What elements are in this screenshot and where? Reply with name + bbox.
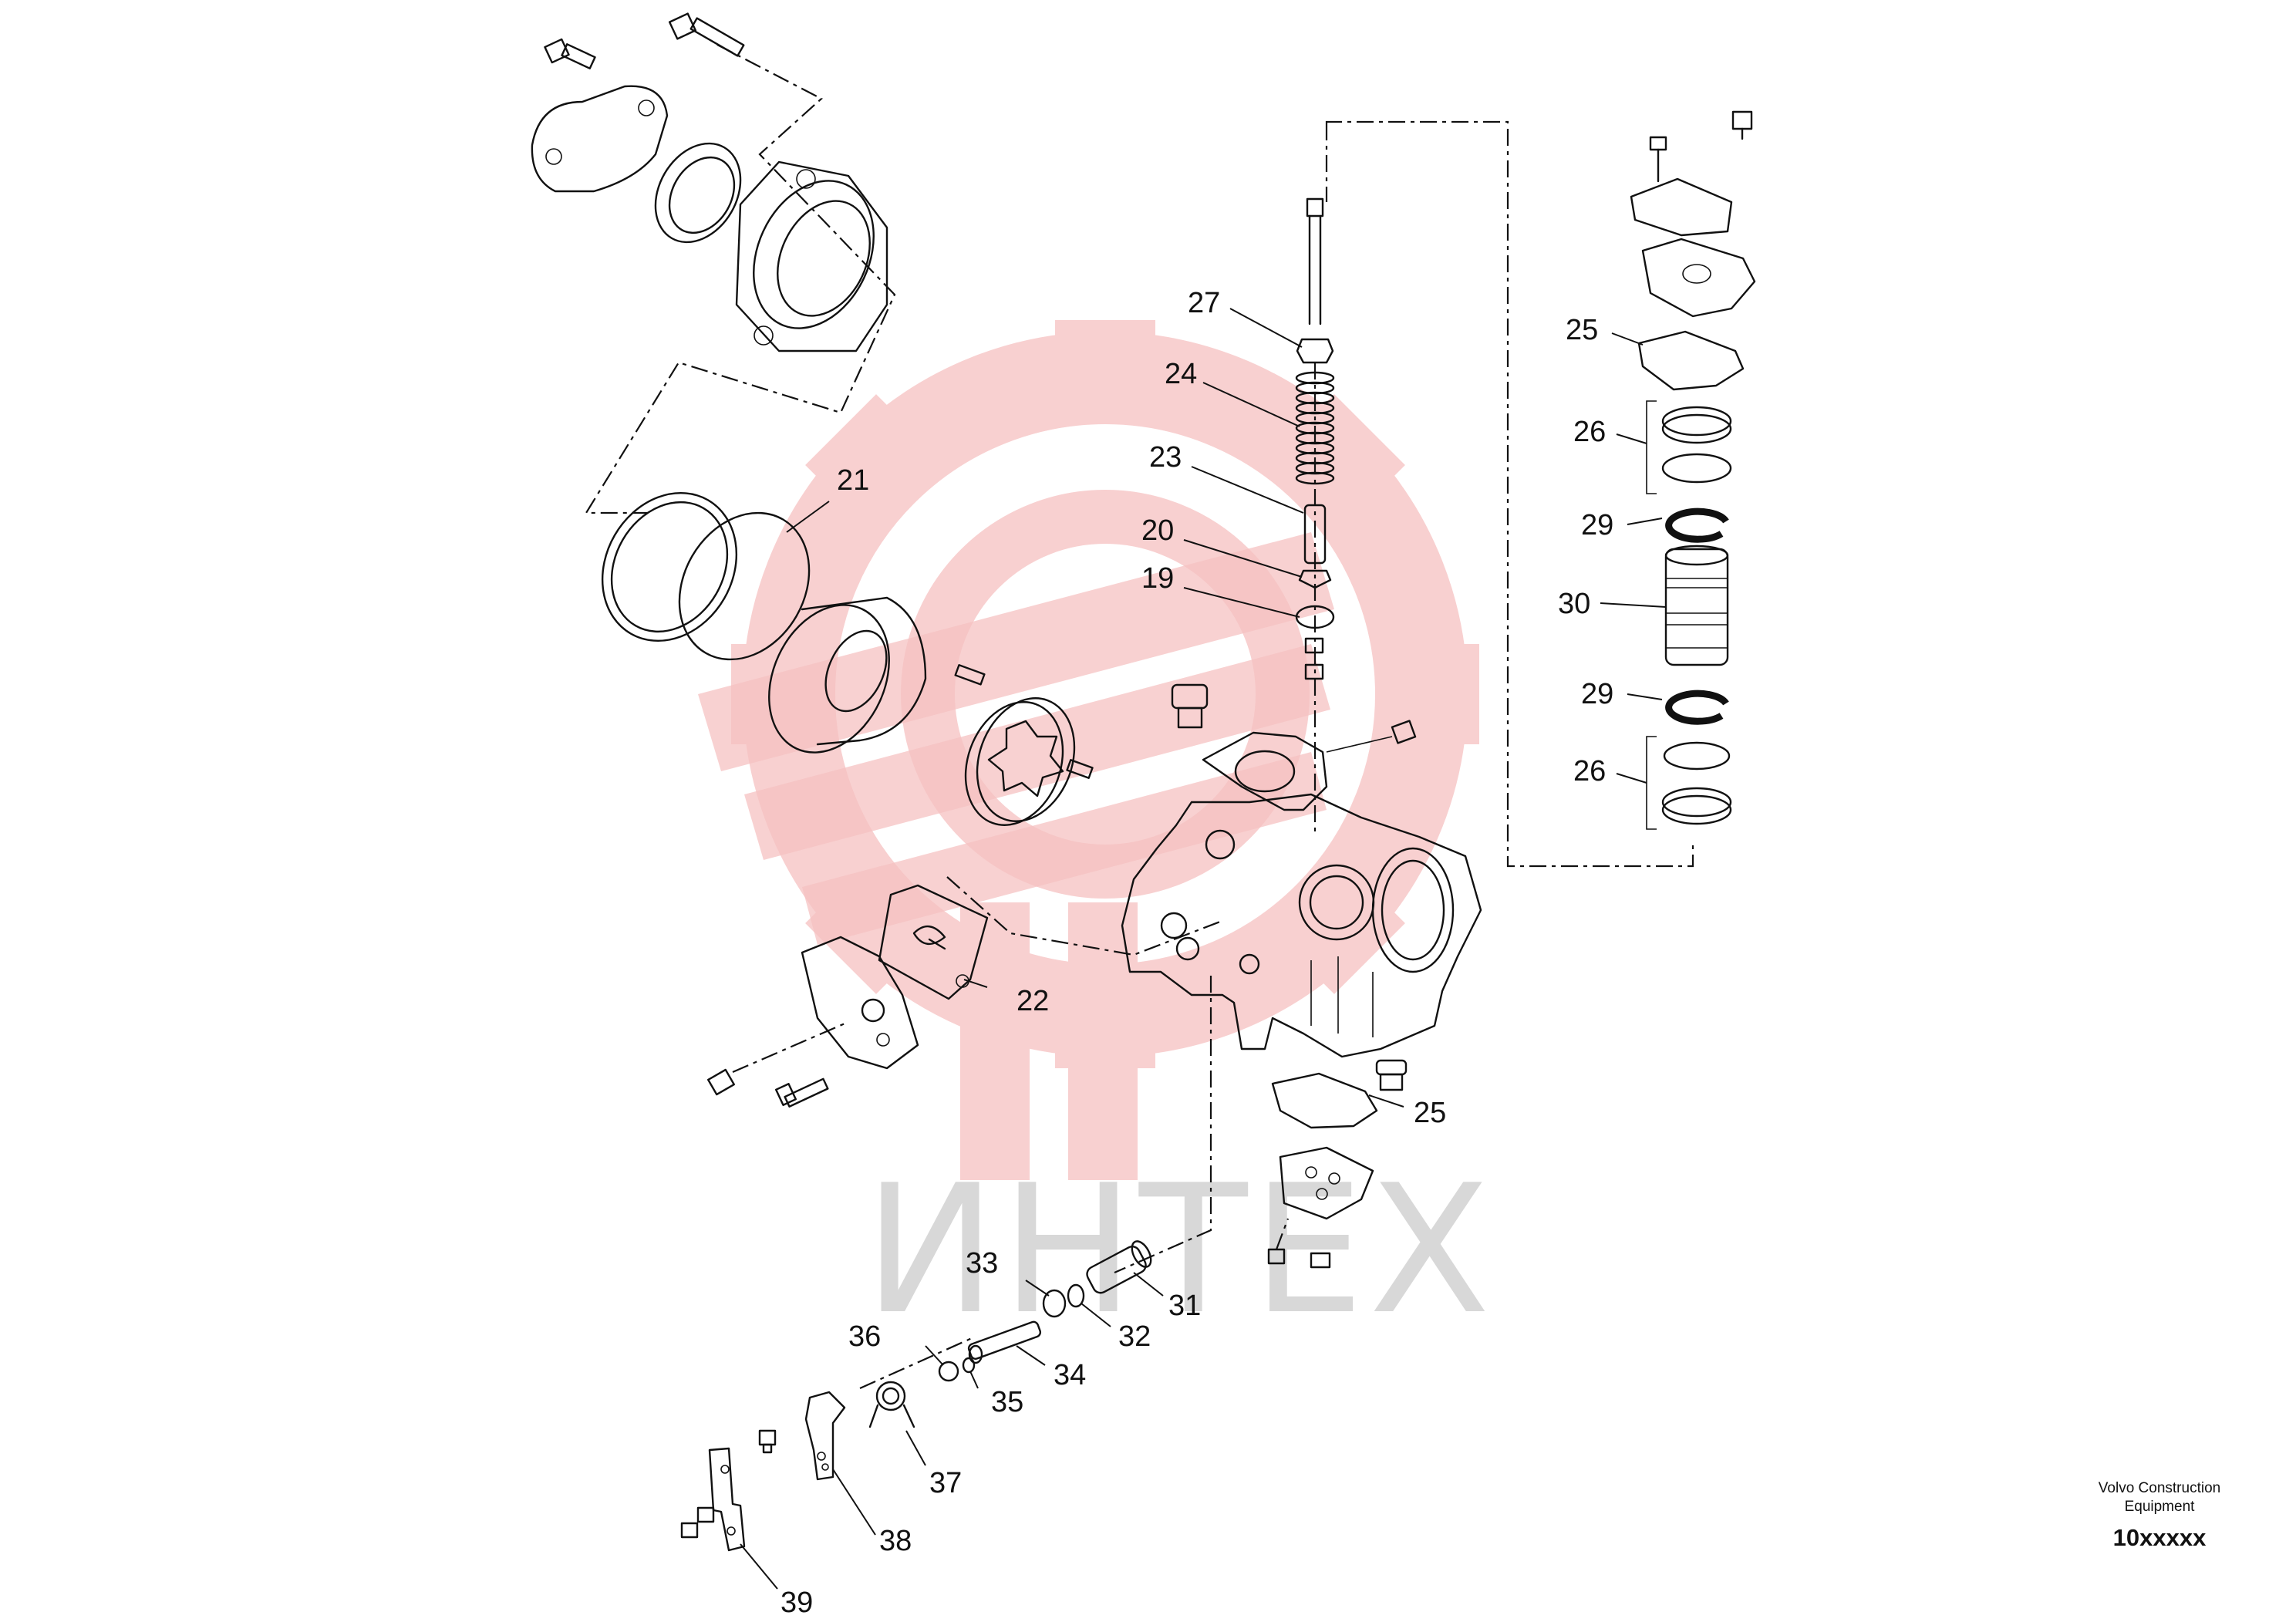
main-pump-housing: [1121, 683, 1482, 1091]
o-ring-pair-26-bottom: [1661, 741, 1732, 825]
spool-30: [1664, 545, 1729, 666]
nut-2: [1304, 663, 1324, 680]
company-name-line2: Equipment: [2125, 1499, 2196, 1515]
callout-29-top: 29: [1581, 509, 1613, 541]
gear-rotor: [964, 697, 1076, 826]
sleeve-31: [1086, 1240, 1152, 1294]
callout-31: 31: [1168, 1290, 1201, 1322]
spring-24: [1295, 371, 1335, 485]
top-plate: [1630, 177, 1733, 237]
plug-side: [1326, 720, 1417, 753]
callout-29-bottom: 29: [1581, 678, 1613, 710]
callout-32: 32: [1118, 1320, 1151, 1353]
lever-38: [804, 1391, 846, 1481]
gear-cover: [768, 596, 927, 754]
callout-24: 24: [1165, 358, 1197, 390]
o-ring-pair-26-top: [1661, 406, 1732, 484]
leader-lines: [740, 308, 1667, 1590]
callout-37: 37: [929, 1467, 962, 1499]
drawing-code: 10xxxxx: [2113, 1524, 2207, 1551]
piston-23: [1303, 504, 1327, 565]
callout-25-bottom: 25: [1414, 1097, 1446, 1129]
watermark-text: ИНТЕХ: [864, 1148, 1495, 1354]
nut-39b: [680, 1522, 699, 1539]
left-plate-group: [707, 884, 989, 1108]
hex-bolt-top-1: [544, 38, 596, 69]
dowel-pin-1: [954, 664, 986, 686]
bolt-small: [758, 1429, 777, 1454]
callout-labels: 27 24 23 20 19 21 22 25 26 29 30 29 26 2…: [781, 287, 1613, 1619]
plug-bottom: [1375, 1059, 1408, 1091]
shaft-34: [967, 1320, 1042, 1364]
o-ring-35: [962, 1357, 976, 1374]
top-left-cover-group: [531, 12, 1094, 826]
gasket-25-top: [1637, 330, 1745, 391]
bottom-cover-group: [1267, 1072, 1378, 1269]
callout-20: 20: [1141, 514, 1174, 547]
watermark-gear-logo: [698, 320, 1479, 1180]
callout-23: 23: [1149, 441, 1182, 474]
lower-lever-assembly: [680, 1240, 1152, 1552]
relief-valve-stack: [1295, 197, 1335, 680]
bolt-left-2: [774, 1077, 829, 1108]
bolt-right-1: [1649, 136, 1667, 151]
cover-plate: [531, 85, 669, 193]
o-ring-33: [1042, 1289, 1067, 1318]
o-ring-32: [1067, 1283, 1085, 1308]
bottom-cover: [1279, 1146, 1374, 1220]
spring-cap-27: [1296, 338, 1334, 364]
spring-37: [868, 1381, 915, 1428]
nut-39a: [696, 1506, 715, 1523]
callout-27: 27: [1188, 287, 1220, 319]
retaining-ring-29-top: [1665, 508, 1729, 543]
callout-22: 22: [1017, 985, 1049, 1017]
right-valve-stack: [1630, 110, 1756, 830]
callout-33: 33: [966, 1247, 998, 1280]
callout-30: 30: [1558, 588, 1590, 620]
washer-36: [938, 1361, 959, 1382]
callout-34: 34: [1054, 1359, 1086, 1391]
dowel-pin-2: [1066, 759, 1094, 779]
bearing-housing: [735, 160, 888, 352]
callout-26-top: 26: [1573, 416, 1606, 448]
title-block: Volvo Construction Equipment 10xxxxx: [2099, 1480, 2220, 1551]
callout-21: 21: [837, 464, 869, 497]
bracket-39: [708, 1447, 746, 1552]
company-name-line1: Volvo Construction: [2099, 1480, 2220, 1496]
hex-bolt-top-2: [668, 12, 745, 57]
valve-20: [1298, 569, 1332, 589]
nut-1: [1304, 637, 1324, 654]
plug-top: [1171, 683, 1209, 729]
bolt-head: [1306, 197, 1324, 218]
nut-bottom: [1310, 1252, 1331, 1269]
callout-35: 35: [991, 1386, 1023, 1418]
callout-38: 38: [879, 1525, 912, 1557]
callout-36: 36: [848, 1320, 881, 1353]
valve-cover: [1641, 238, 1756, 318]
retaining-ring-29-bottom: [1665, 690, 1729, 725]
bolt-right-2: [1731, 110, 1753, 130]
cover-22: [878, 884, 989, 1000]
callout-39: 39: [781, 1587, 813, 1619]
callout-26-bottom: 26: [1573, 755, 1606, 787]
callout-25-top: 25: [1566, 314, 1598, 346]
gasket-25-bottom: [1271, 1072, 1378, 1129]
callout-19: 19: [1141, 562, 1174, 595]
bolt-left-1: [707, 1020, 849, 1096]
